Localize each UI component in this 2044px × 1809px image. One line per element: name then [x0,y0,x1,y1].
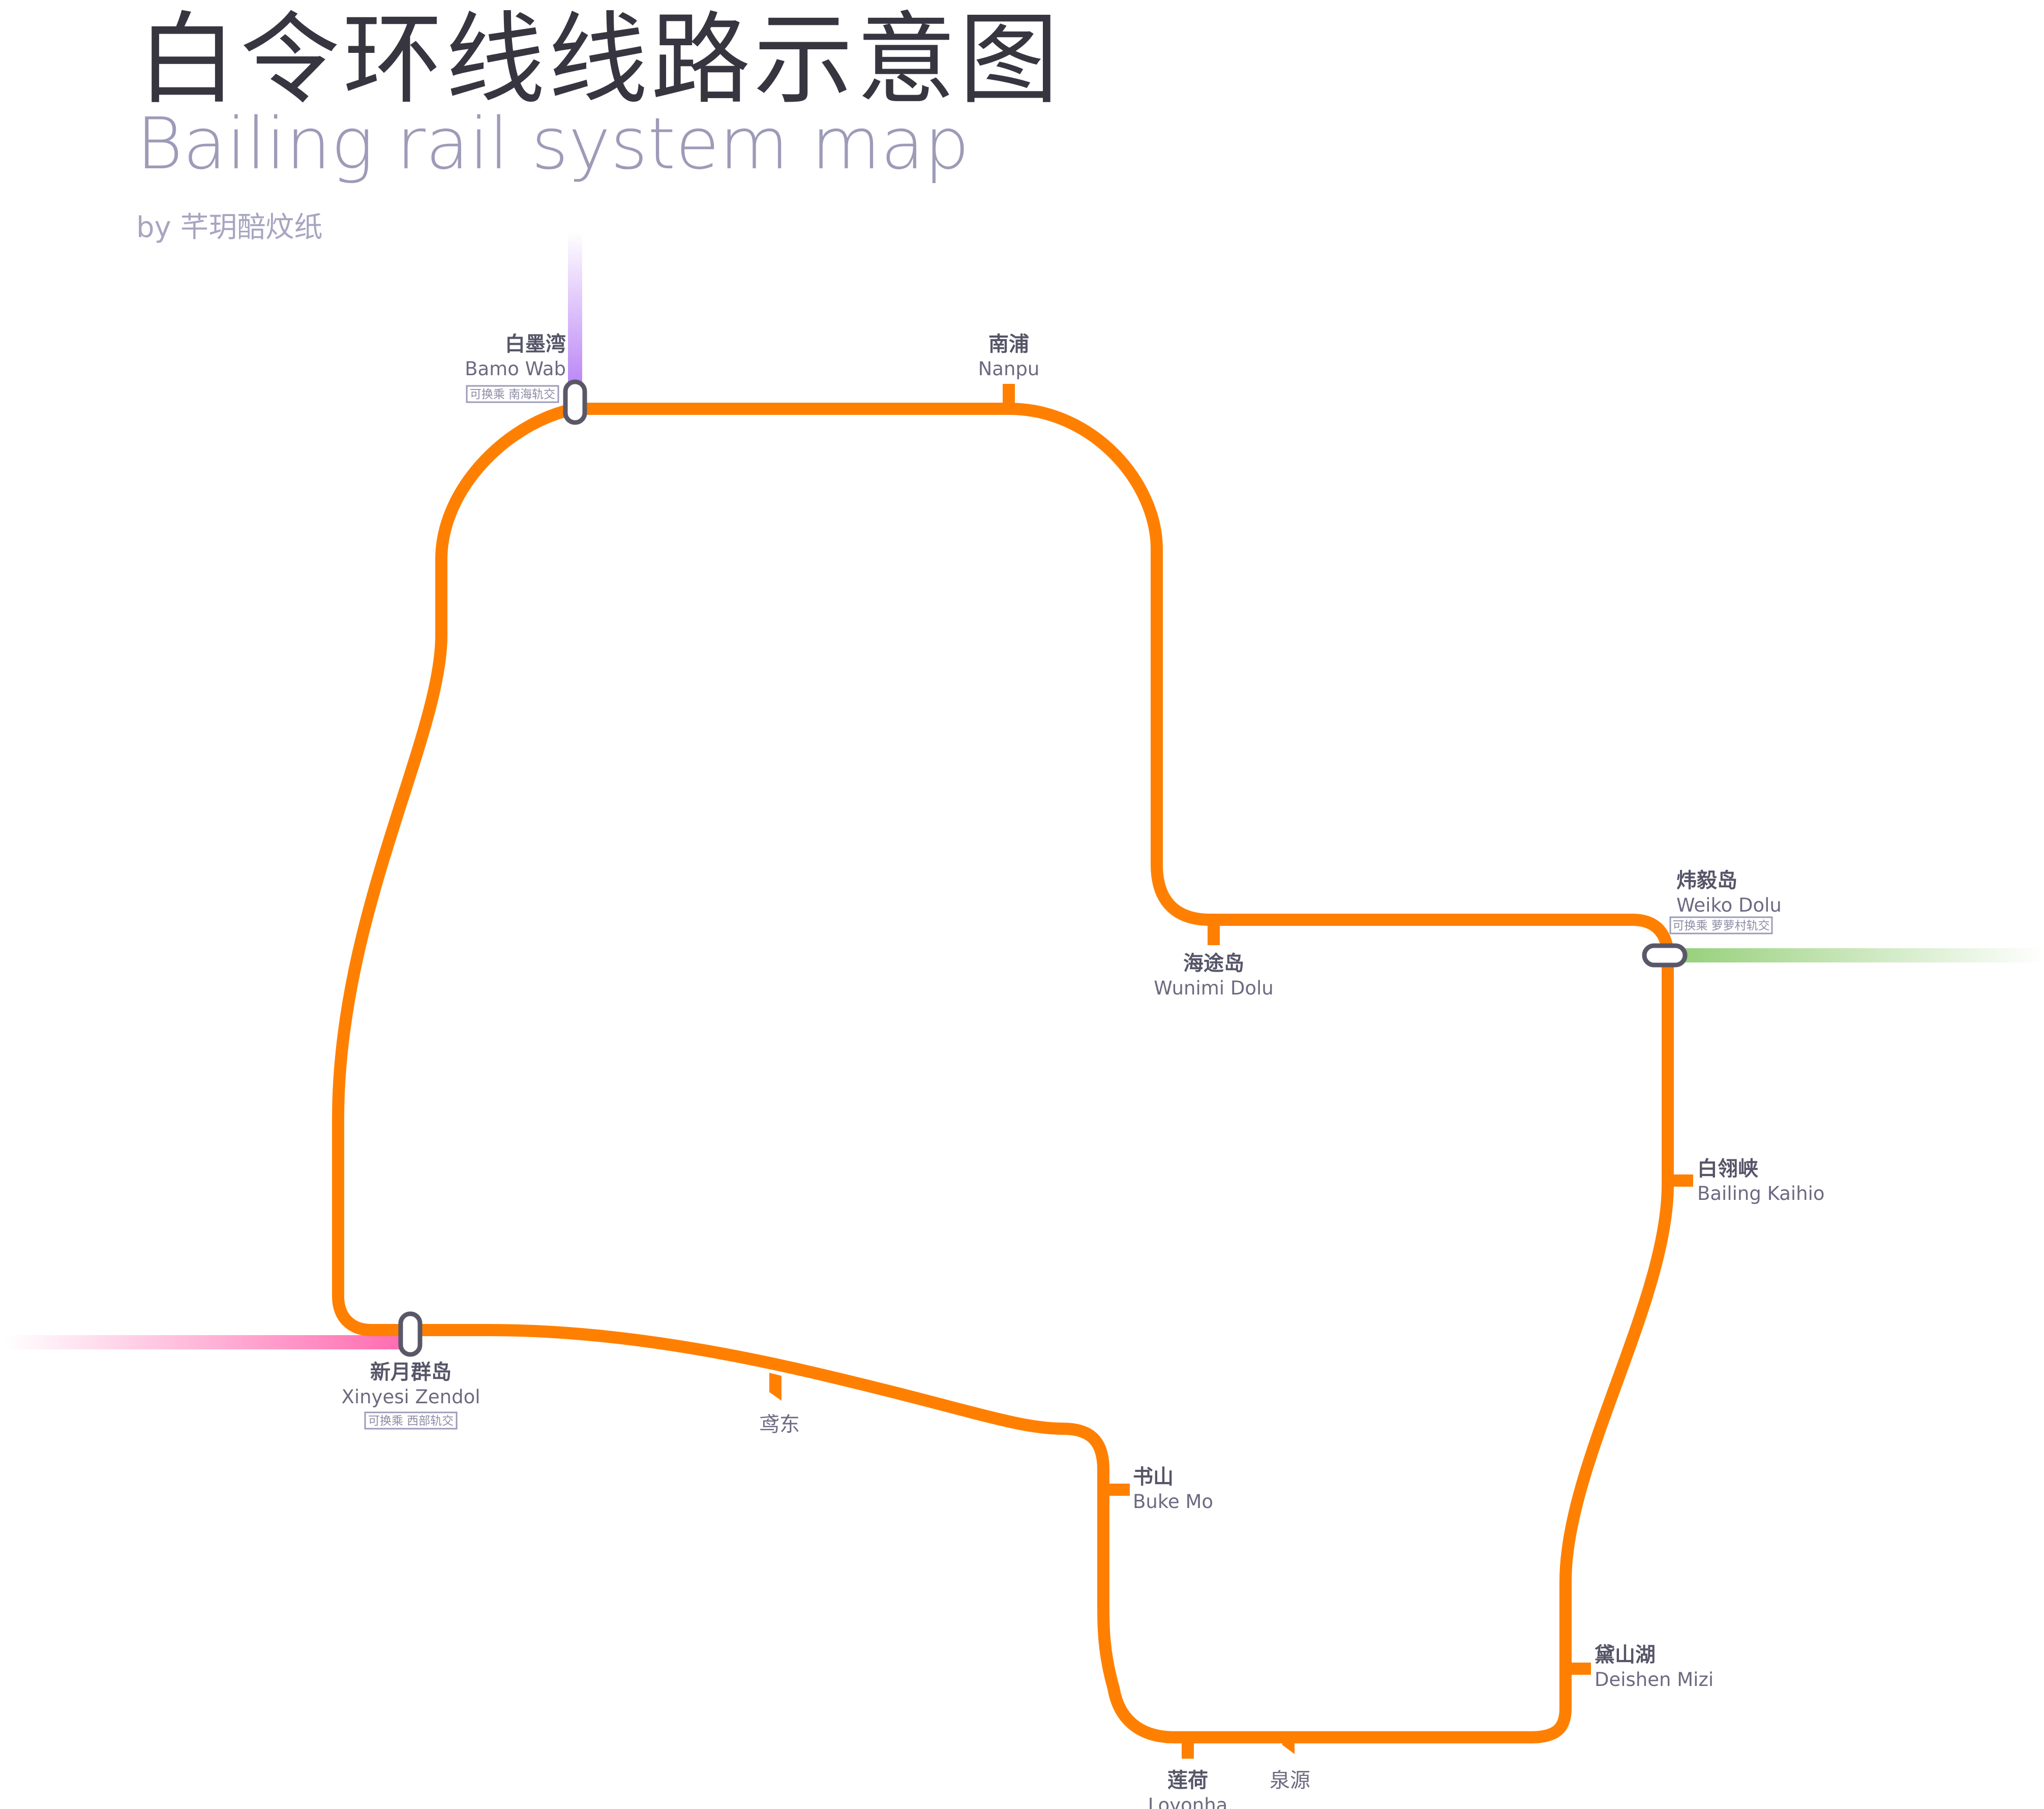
transfer-badge [466,385,559,403]
station-name-en: Buke Mo [1133,1491,1213,1513]
map-author: by 芊玥醅炆纸 [136,211,323,244]
tick-buke-mo [1103,1484,1130,1496]
station-name-en: Weiko Dolu [1676,894,1782,916]
station-weiko-dolu[interactable]: 炜毅岛 Weiko Dolu 可换乘 萝萝村轨交 [1669,869,1782,934]
tick-quanyuan [1282,1737,1295,1754]
station-name-zh: 鸢东 [759,1413,800,1436]
station-yuandong[interactable]: 鸢东 [759,1413,800,1436]
map-title-english: Bailing rail system map [136,103,970,186]
station-quanyuan[interactable]: 泉源 [1270,1769,1310,1792]
station-buke-mo[interactable]: 书山 Buke Mo [1133,1465,1213,1513]
station-name-en: Loyonha [1148,1794,1228,1809]
station-name-zh: 炜毅岛 [1676,869,1737,892]
luoluocun-line-branch [1678,948,2044,962]
station-name-zh: 新月群岛 [370,1361,452,1384]
station-loyonha[interactable]: 莲荷 Loyonha [1148,1769,1228,1809]
station-xinyesi-zendol[interactable]: 新月群岛 Xinyesi Zendol 可换乘 西部轨交 [341,1361,480,1430]
map-title-chinese: 白令环线线路示意图 [137,2,1062,118]
transfer-badge [364,1411,458,1430]
tick-deishen-mizi [1566,1663,1591,1675]
transfer-badge [1669,916,1773,934]
transfer-text: 可换乘 西部轨交 [368,1414,454,1428]
station-name-zh: 白墨湾 [505,333,566,356]
tick-bailing-kaihio [1668,1174,1693,1187]
station-bamo-wab[interactable]: 白墨湾 Bamo Wab 可换乘 南海轨交 [465,333,566,403]
station-name-zh: 南浦 [988,333,1029,356]
ring-line [332,403,1674,1743]
station-name-zh: 泉源 [1270,1769,1310,1792]
station-name-en: Nanpu [978,358,1040,380]
station-name-en: Deishen Mizi [1595,1669,1714,1691]
tick-loyonha [1182,1737,1194,1759]
station-name-zh: 莲荷 [1167,1769,1208,1792]
station-name-zh: 白翎峡 [1697,1157,1758,1181]
station-deishen-mizi[interactable]: 黛山湖 Deishen Mizi [1595,1643,1714,1691]
station-name-en: Wunimi Dolu [1154,977,1273,999]
xibu-line-branch [5,1335,407,1349]
station-name-zh: 书山 [1133,1465,1174,1489]
tick-wunimi-dolu [1208,920,1220,945]
station-name-en: Bamo Wab [465,358,566,380]
station-name-zh: 海途岛 [1183,952,1244,975]
tick-yuandong [769,1373,781,1401]
station-name-en: Bailing Kaihio [1697,1183,1825,1204]
nanhai-line-branch [568,231,582,399]
transfer-text: 可换乘 南海轨交 [470,388,555,401]
station-nanpu[interactable]: 南浦 Nanpu [978,333,1040,380]
transfer-text: 可换乘 萝萝村轨交 [1672,919,1769,932]
station-wunimi-dolu[interactable]: 海途岛 Wunimi Dolu [1154,952,1273,999]
interchange-weiko-dolu[interactable] [1642,943,1688,968]
station-name-zh: 黛山湖 [1595,1643,1656,1667]
tick-nanpu [1003,384,1015,409]
station-name-en: Xinyesi Zendol [341,1386,480,1408]
station-bailing-kaihio[interactable]: 白翎峡 Bailing Kaihio [1697,1157,1825,1204]
interchange-bamo-wab[interactable] [563,379,587,425]
interchange-xinyesi-zendol[interactable] [398,1311,423,1357]
